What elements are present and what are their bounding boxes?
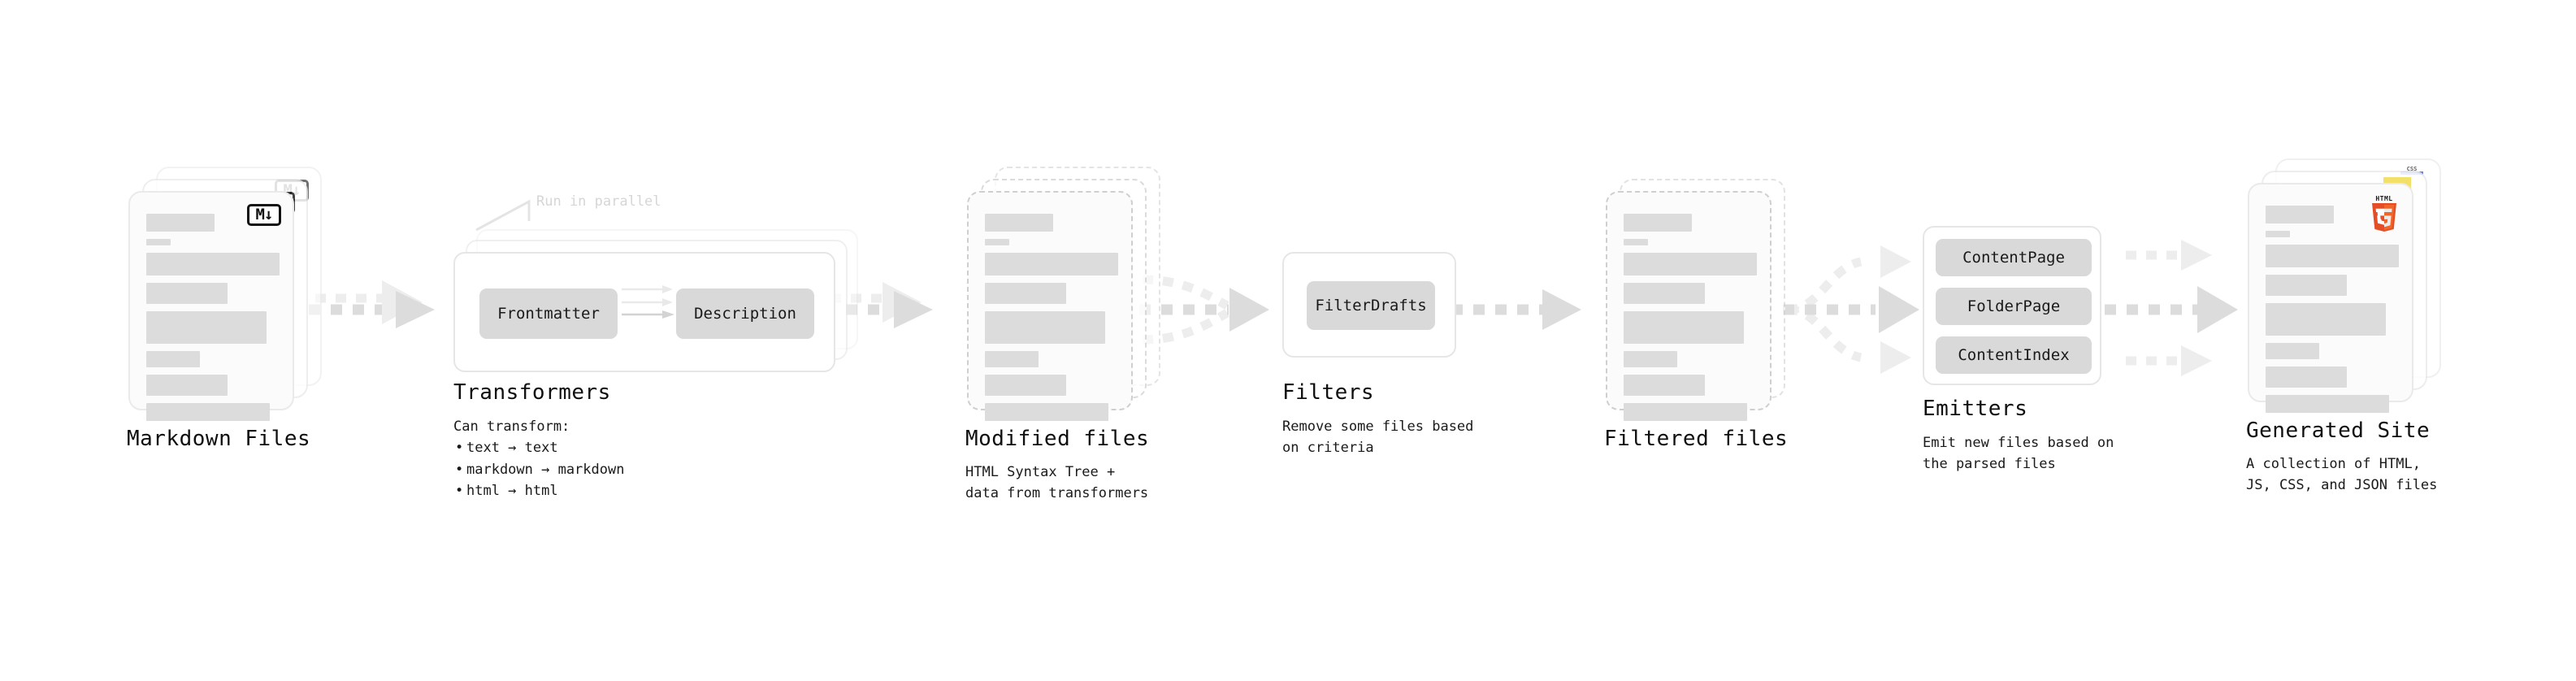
filtered-card-content (1624, 214, 1757, 428)
doc-bar (985, 351, 1039, 367)
transformers-caption-lead: Can transform: (453, 419, 570, 435)
arrow-filtered-to-emitters (1783, 245, 1919, 374)
doc-bar (985, 283, 1066, 304)
doc-bar (2266, 303, 2386, 336)
filters-subtitle: Remove some files based on criteria (1282, 419, 1474, 457)
site-card-html: HTML (2248, 183, 2413, 413)
doc-bar (1624, 283, 1705, 304)
chip-folderpage[interactable]: FolderPage (1936, 288, 2092, 325)
chip-filterdrafts[interactable]: FilterDrafts (1307, 281, 1435, 330)
markdown-card-content (146, 214, 280, 428)
emitters-box: ContentPage FolderPage ContentIndex (1923, 226, 2101, 385)
bullet-markdown-to-markdown: markdown → markdown (455, 459, 625, 481)
doc-bar (146, 375, 228, 396)
generated-site-subtitle: A collection of HTML, JS, CSS, and JSON … (2246, 456, 2438, 494)
doc-bar (1624, 351, 1677, 367)
doc-bar (1624, 214, 1692, 232)
emitters-title: Emitters (1923, 397, 2028, 421)
filtered-card-front (1606, 191, 1772, 421)
doc-bar (1624, 375, 1705, 396)
doc-bar (146, 311, 267, 344)
markdown-files-title: Markdown Files (127, 427, 311, 451)
run-in-parallel-leader (475, 199, 531, 232)
svg-text:HTML: HTML (2375, 195, 2392, 202)
doc-bar (985, 375, 1066, 396)
modified-files-subtitle: HTML Syntax Tree + data from transformer… (965, 464, 1149, 502)
doc-bar (146, 403, 270, 421)
arrow-markdown-to-transformers (309, 280, 435, 328)
modified-card-content (985, 214, 1118, 428)
doc-bar (2266, 275, 2347, 296)
svg-text:CSS: CSS (2407, 166, 2418, 172)
doc-bar (985, 253, 1118, 275)
transformers-bullet-list: text → text markdown → markdown html → h… (453, 437, 625, 502)
doc-bar (146, 283, 228, 304)
filtered-files-title: Filtered files (1604, 427, 1789, 451)
doc-bar (1624, 253, 1757, 275)
doc-bar (985, 403, 1108, 421)
chip-contentindex[interactable]: ContentIndex (1936, 336, 2092, 374)
html5-icon: HTML (2372, 195, 2396, 232)
doc-bar (1624, 403, 1747, 421)
doc-bar (2266, 231, 2290, 237)
doc-bar (2266, 367, 2347, 388)
doc-bar (146, 253, 280, 275)
emitters-subtitle: Emit new files based on the parsed files (1923, 435, 2114, 473)
modified-files-title: Modified files (965, 427, 1150, 451)
generated-site-title: Generated Site (2246, 419, 2431, 443)
transformers-title: Transformers (453, 380, 611, 405)
bullet-text-to-text: text → text (455, 437, 624, 459)
chip-frontmatter[interactable]: Frontmatter (479, 288, 618, 339)
doc-bar (985, 239, 1009, 245)
doc-bar (985, 214, 1053, 232)
filters-box: FilterDrafts (1282, 252, 1456, 358)
doc-bar (2266, 245, 2399, 267)
doc-bar (2266, 395, 2389, 413)
arrow-filters-to-filtered (1451, 289, 1581, 330)
doc-bar (146, 351, 200, 367)
chip-contentpage[interactable]: ContentPage (1936, 239, 2092, 276)
transformers-caption: Can transform: text → text markdown → ma… (453, 416, 625, 502)
chip-description[interactable]: Description (676, 288, 814, 339)
doc-bar (2266, 206, 2334, 223)
doc-bar (2266, 343, 2319, 359)
doc-bar (985, 311, 1105, 344)
run-in-parallel-label: Run in parallel (536, 193, 661, 210)
filters-title: Filters (1282, 380, 1375, 405)
doc-bar (1624, 311, 1744, 344)
site-card-content (2266, 206, 2399, 420)
doc-bar (146, 239, 171, 245)
transformers-box: Frontmatter Description (453, 252, 835, 372)
modified-card-front (967, 191, 1133, 421)
bullet-html-to-html: html → html (455, 480, 624, 502)
doc-bar (1624, 239, 1648, 245)
arrow-emitters-to-site (2105, 240, 2238, 376)
markdown-icon: M↓ (247, 204, 281, 226)
doc-bar (146, 214, 215, 232)
markdown-card-front: M↓ (128, 191, 294, 421)
